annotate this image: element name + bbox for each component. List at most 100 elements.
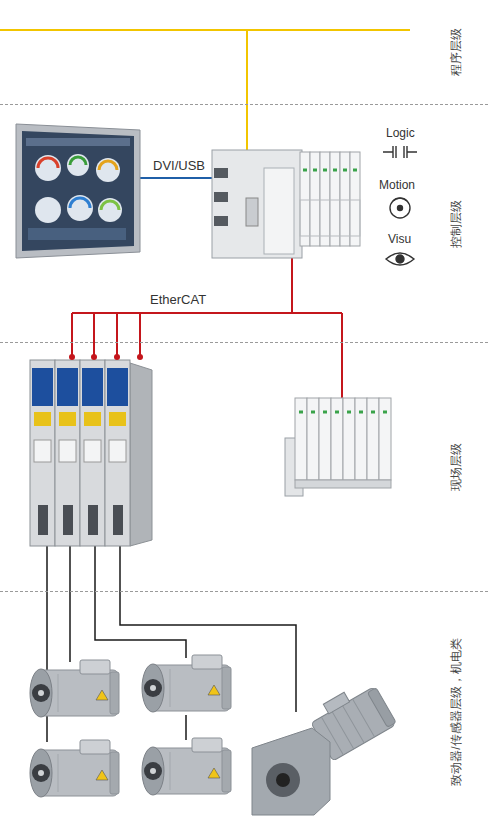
servo-motors <box>30 655 231 797</box>
hmi-panel <box>101 201 119 210</box>
motion-icon <box>398 206 403 211</box>
motion-icon <box>393 198 407 201</box>
layer-band: 控制层级 <box>0 105 488 343</box>
servo-drives <box>34 440 51 462</box>
servo-drives <box>107 368 128 406</box>
servo-drives <box>57 368 78 406</box>
servo-drives <box>30 360 55 546</box>
servo-motors <box>142 655 231 712</box>
io-module <box>285 398 391 496</box>
controller <box>310 152 320 246</box>
hmi-panel <box>67 195 93 221</box>
geared-motor <box>323 692 349 714</box>
visu-icon <box>396 255 404 263</box>
hmi-panel <box>28 228 126 240</box>
io-module <box>295 480 391 488</box>
servo-drives <box>91 354 97 360</box>
io-module <box>355 398 367 480</box>
servo-drives <box>137 354 143 360</box>
servo-drives <box>38 505 48 535</box>
geared-motor <box>252 677 397 815</box>
servo-drives <box>84 412 101 426</box>
io-module <box>343 398 355 480</box>
servo-motors <box>142 738 231 795</box>
servo-drives <box>114 354 120 360</box>
controller <box>300 152 310 246</box>
controller <box>212 150 360 258</box>
hmi-panel <box>38 158 58 168</box>
controller <box>320 152 330 246</box>
servo-drives <box>55 360 80 546</box>
hmi-panel <box>35 155 61 181</box>
function-label: Visu <box>388 232 411 246</box>
io-module <box>331 398 343 480</box>
hmi-panel <box>70 198 90 208</box>
geared-motor <box>266 763 300 797</box>
controller <box>300 200 360 236</box>
servo-drives <box>32 368 53 406</box>
servo-motors <box>30 740 119 797</box>
hmi-panel <box>16 124 140 258</box>
servo-drives <box>34 412 51 426</box>
hmi-panel <box>96 158 120 182</box>
controller <box>340 152 350 246</box>
hmi-panel <box>67 154 89 176</box>
servo-drives <box>80 360 105 546</box>
controller <box>212 150 302 258</box>
servo-drives <box>109 440 126 462</box>
servo-drives <box>82 368 103 406</box>
servo-drives <box>88 505 98 535</box>
servo-drives <box>105 360 130 546</box>
bus-label: EtherCAT <box>150 292 206 307</box>
controller <box>246 198 258 226</box>
io-module <box>295 398 307 480</box>
layer-band: 致动器/传感器层级，机电类 <box>0 592 488 831</box>
io-module <box>379 398 391 480</box>
controller <box>214 216 228 226</box>
function-label: Logic <box>386 126 415 140</box>
layer-label: 程序层级 <box>448 28 465 76</box>
geared-motor <box>252 728 330 815</box>
servo-drives <box>109 412 126 426</box>
hmi-panel <box>26 138 130 146</box>
motion-icon <box>390 198 410 218</box>
servo-drives <box>63 505 73 535</box>
dvi-usb-cable <box>140 177 212 179</box>
servo-drives <box>59 412 76 426</box>
hmi-panel <box>70 157 86 165</box>
servo-drives <box>130 363 152 546</box>
geared-motor <box>367 688 396 728</box>
hmi-panel <box>22 131 134 251</box>
controller <box>214 192 228 202</box>
hmi-panel <box>98 198 122 222</box>
servo-motors <box>30 660 119 717</box>
servo-drives <box>30 354 152 546</box>
io-module <box>307 398 319 480</box>
hmi-panel <box>99 161 117 170</box>
layer-band: 现场层级 <box>0 343 488 592</box>
io-module <box>299 411 387 414</box>
io-module <box>319 398 331 480</box>
visu-icon <box>386 253 414 265</box>
controller <box>350 152 360 246</box>
io-module <box>367 398 379 480</box>
controller <box>330 152 340 246</box>
geared-motor <box>276 773 290 787</box>
layer-band: 程序层级 <box>0 0 488 105</box>
servo-drives <box>59 440 76 462</box>
servo-drives <box>69 354 75 360</box>
controller <box>303 169 357 172</box>
function-label: Motion <box>379 178 415 192</box>
layer-label: 现场层级 <box>448 443 465 491</box>
hmi-panel <box>16 124 140 258</box>
logic-icon <box>383 146 417 158</box>
layer-label: 致动器/传感器层级，机电类 <box>448 638 465 785</box>
motion-icon <box>390 198 410 218</box>
cable-label: DVI/USB <box>153 158 205 173</box>
hmi-panel <box>35 197 61 223</box>
servo-drives <box>113 505 123 535</box>
layer-label: 控制层级 <box>448 200 465 248</box>
